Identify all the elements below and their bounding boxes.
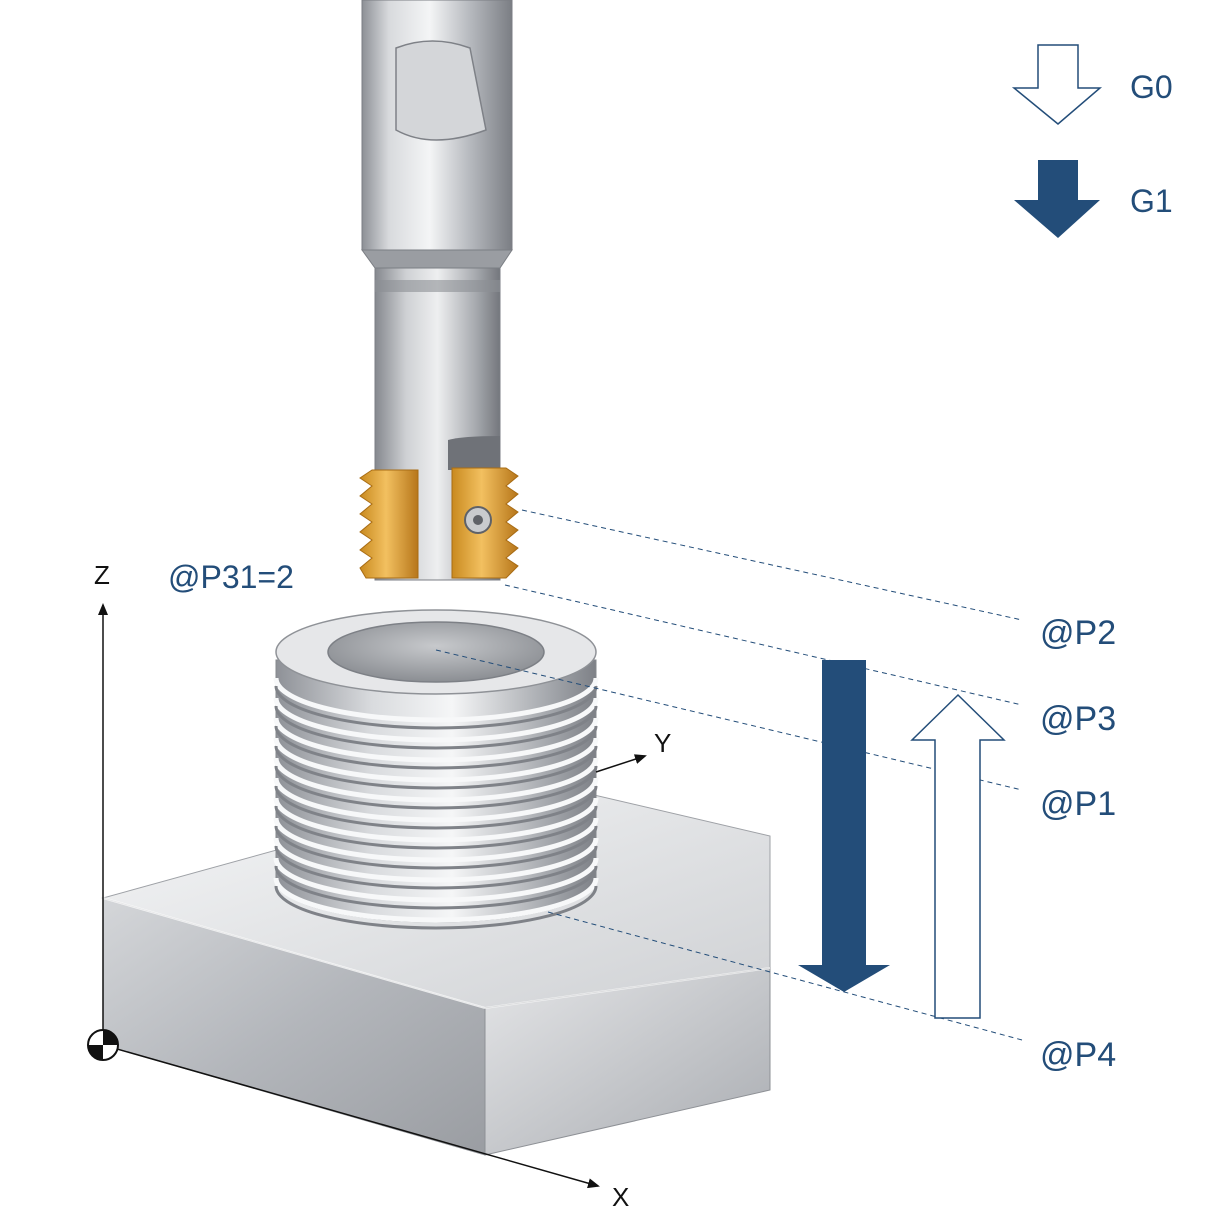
clamping-flat <box>395 40 487 141</box>
thread-groove <box>274 745 598 790</box>
thread-ridge <box>273 797 599 843</box>
y-axis <box>595 754 647 773</box>
x-axis <box>102 1044 600 1189</box>
feed-down-arrow <box>798 660 890 992</box>
thread-ridge <box>273 777 599 823</box>
ref-line-p2 <box>521 509 1023 621</box>
origin-icon <box>87 1029 119 1061</box>
coordinate-axes <box>87 603 647 1189</box>
retract-up-arrow <box>910 693 1006 1019</box>
param-p1-label: @P1 <box>1040 785 1116 823</box>
thread-groove <box>274 765 598 810</box>
thread-groove <box>274 845 598 890</box>
thread-ridge <box>273 877 599 923</box>
feed-traverse-icon <box>1014 160 1100 238</box>
param-p31-label: @P31=2 <box>168 559 294 595</box>
rapid-traverse-icon <box>1011 44 1103 125</box>
thread-groove <box>274 685 598 730</box>
thread-groove <box>274 785 598 830</box>
thread-groove <box>274 885 598 930</box>
ref-line-p3 <box>504 584 1023 706</box>
thread-ridges <box>273 677 599 930</box>
thread-ridge <box>273 817 599 863</box>
left-thread-insert <box>359 469 419 579</box>
y-axis-label: Y <box>654 728 671 758</box>
thread-ridge <box>273 737 599 783</box>
thread-milling-tool <box>359 0 519 581</box>
thread-groove <box>274 805 598 850</box>
ref-line-p1 <box>435 649 1023 791</box>
param-p2-label: @P2 <box>1040 614 1116 652</box>
z-axis-label: Z <box>94 560 110 590</box>
threaded-pin <box>273 609 599 930</box>
thread-groove <box>274 865 598 910</box>
param-p3-label: @P3 <box>1040 700 1116 738</box>
thread-ridge <box>273 677 599 723</box>
thread-groove <box>274 825 598 870</box>
thread-ridge <box>273 837 599 883</box>
thread-ridge <box>273 757 599 803</box>
thread-ridge <box>273 717 599 763</box>
thread-groove <box>274 725 598 770</box>
pin-bore <box>327 621 545 683</box>
thread-groove <box>274 705 598 750</box>
thread-ridge <box>273 857 599 903</box>
legend-g1-label: G1 <box>1130 183 1173 219</box>
x-axis-label: X <box>612 1182 629 1212</box>
legend-g0-label: G0 <box>1130 69 1173 105</box>
param-p4-label: @P4 <box>1040 1036 1116 1074</box>
thread-ridge <box>273 697 599 743</box>
